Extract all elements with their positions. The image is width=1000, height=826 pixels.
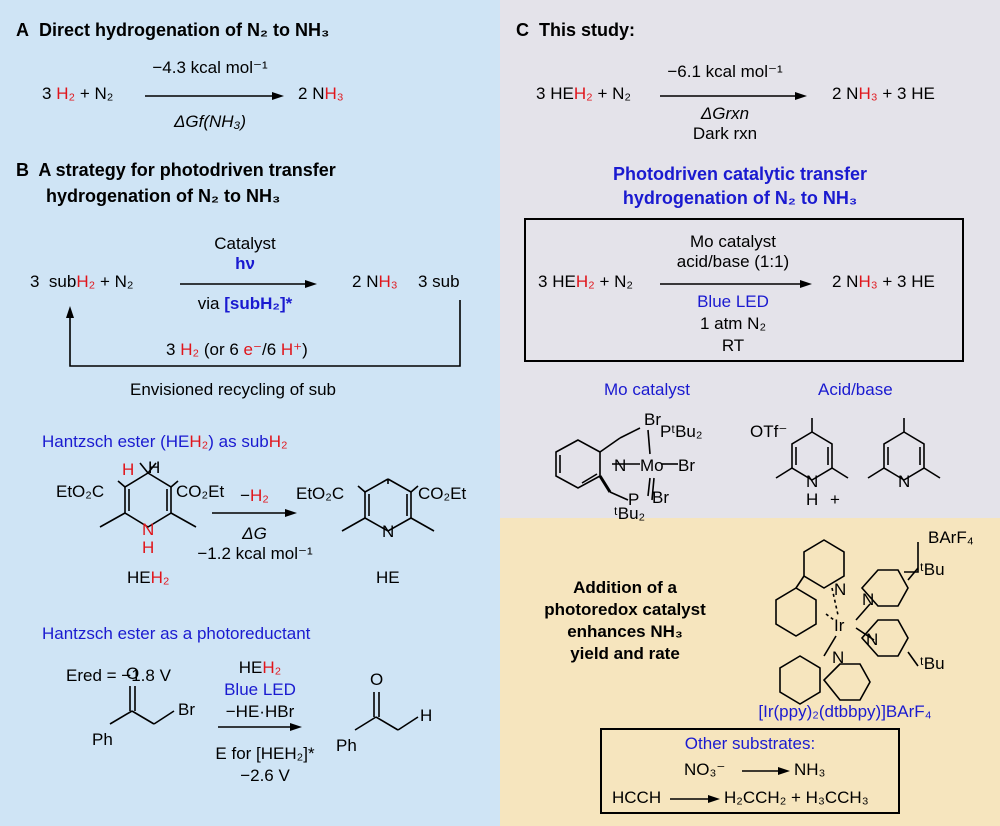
panel-a-title: A Direct hydrogenation of N₂ to NH₃ <box>16 20 329 41</box>
photored-reagent: HEH₂ <box>238 658 282 677</box>
panel-a-reactants: 3 H₂ + N₂ <box>42 84 114 103</box>
panel-d-text-3: enhances NH₃ <box>567 622 683 641</box>
hantzsch-nh-n: N <box>142 520 155 539</box>
other-substrates-box <box>600 728 900 814</box>
panel-c-background <box>500 0 1000 518</box>
acid-base-label: Acid/base <box>818 380 893 399</box>
panel-c-energy: −6.1 kcal mol⁻¹ <box>667 62 783 81</box>
via-label: via [subH₂]* <box>197 294 293 313</box>
panel-a-dgf: ΔGf(NH₃) <box>174 112 246 131</box>
study-reaction-box <box>524 218 964 362</box>
panel-a-title-text: Direct hydrogenation of N₂ to NH₃ <box>39 20 330 40</box>
h2-reactant: H₂ <box>56 84 76 103</box>
panel-a-letter: A <box>16 20 29 40</box>
n2-reactant: N₂ <box>94 84 114 103</box>
recycle-h2-label: 3 H₂ (or 6 e⁻/6 H⁺) <box>166 340 308 359</box>
panel-a-arrow <box>145 92 284 100</box>
triflate-label: OTf⁻ <box>750 422 788 441</box>
panel-c-eq2-products: 2 NH₃ + 3 HE <box>832 272 935 291</box>
ir-catalyst-name: [Ir(ppy)₂(dtbbpy)]BArF₄ <box>758 702 932 721</box>
photoreductant-label: Hantzsch ester as a photoreductant <box>42 624 311 643</box>
panel-b-products: 2 NH₃ <box>352 272 398 291</box>
hv-label: hν <box>235 254 255 273</box>
ered-value: Ered = −1.8 V <box>66 666 171 685</box>
panel-c-eq1-reactants: 3 HEH₂ + N₂ <box>536 84 632 103</box>
other-substrates-title: Other substrates: <box>684 734 816 753</box>
panel-c-eq2-reactants: 3 HEH₂ + N₂ <box>538 272 634 291</box>
panel-d-text-4: yield and rate <box>570 644 680 663</box>
mo-catalyst-label: Mo catalyst <box>604 380 690 399</box>
e-label: E for [HEH₂]* <box>215 744 315 763</box>
catalyst-label: Catalyst <box>214 234 276 253</box>
panel-b-arrows <box>66 280 461 367</box>
dark-rxn-label: Dark rxn <box>692 124 758 143</box>
panel-c-subtitle-1: Photodriven catalytic transfer <box>612 164 868 184</box>
panel-ab-background <box>0 0 500 826</box>
counterion-label: BArF₄ <box>928 528 974 547</box>
panel-a-product: 2 NH₃ <box>298 84 344 103</box>
hantzsch-nh-h: H <box>142 538 155 557</box>
recycle-caption: Envisioned recycling of sub <box>130 380 337 399</box>
hantzsch-label: Hantzsch ester (HEH₂) as subH₂ <box>42 432 288 451</box>
minus-h2-label: −H₂ <box>240 486 269 505</box>
blue-led-label: Blue LED <box>224 680 296 699</box>
panel-b-product-sub: 3 sub <box>418 272 460 291</box>
panel-b-reactants: 3 subH₂ + N₂ <box>30 272 134 291</box>
panel-c-title: C This study: <box>516 20 636 40</box>
panel-d-text-1: Addition of a <box>573 578 677 597</box>
panel-b-title: B A strategy for photodriven transfer <box>16 160 336 180</box>
hantzsch-h-red: H <box>122 460 135 479</box>
panel-c-eq1-products: 2 NH₃ + 3 HE <box>832 84 935 103</box>
e-value: −2.6 V <box>240 766 290 785</box>
panel-c-subtitle-2: hydrogenation of N₂ to NH₃ <box>622 188 858 208</box>
hantzsch-name-right: HE <box>376 568 400 587</box>
panel-b-title-line2: hydrogenation of N₂ to NH₃ <box>46 186 281 206</box>
panel-a-energy: −4.3 kcal mol⁻¹ <box>152 58 268 77</box>
hantzsch-name-left: HEH₂ <box>127 568 170 587</box>
photored-structures <box>109 686 419 731</box>
panel-d-text-2: photoredox catalyst <box>544 600 706 619</box>
hantzsch-structures <box>99 462 435 532</box>
